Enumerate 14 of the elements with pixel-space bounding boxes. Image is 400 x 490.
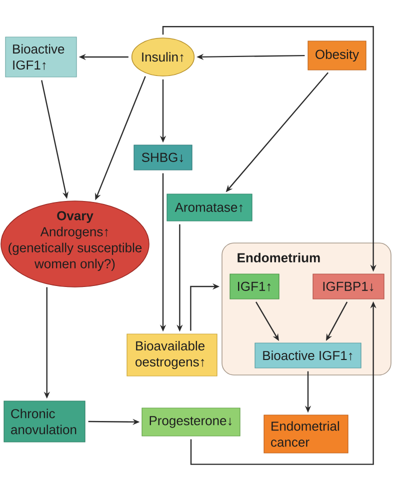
process-box: Aromatase↑ [166, 194, 252, 222]
process-box: Bioactive IGF1↑ [5, 36, 77, 78]
region-heading: Endometrium [238, 252, 320, 262]
process-box: Bioactive IGF1↑ [254, 342, 362, 368]
process-box: Obesity [308, 40, 366, 70]
process-box: SHBG↓ [134, 144, 192, 170]
oval-node: Insulin↑ [131, 38, 195, 76]
process-box: Chronic anovulation [4, 400, 86, 442]
process-box: Bioavailable oestrogens↑ [126, 334, 218, 376]
process-box: Progesterone↓ [142, 408, 240, 436]
process-box: Endometrial cancer [264, 414, 348, 454]
process-box: IGFBP1↓ [312, 274, 384, 300]
process-box: IGF1↑ [230, 274, 280, 300]
oval-node: Ovary Androgens↑ (genetically susceptible women only?) [0, 200, 150, 288]
